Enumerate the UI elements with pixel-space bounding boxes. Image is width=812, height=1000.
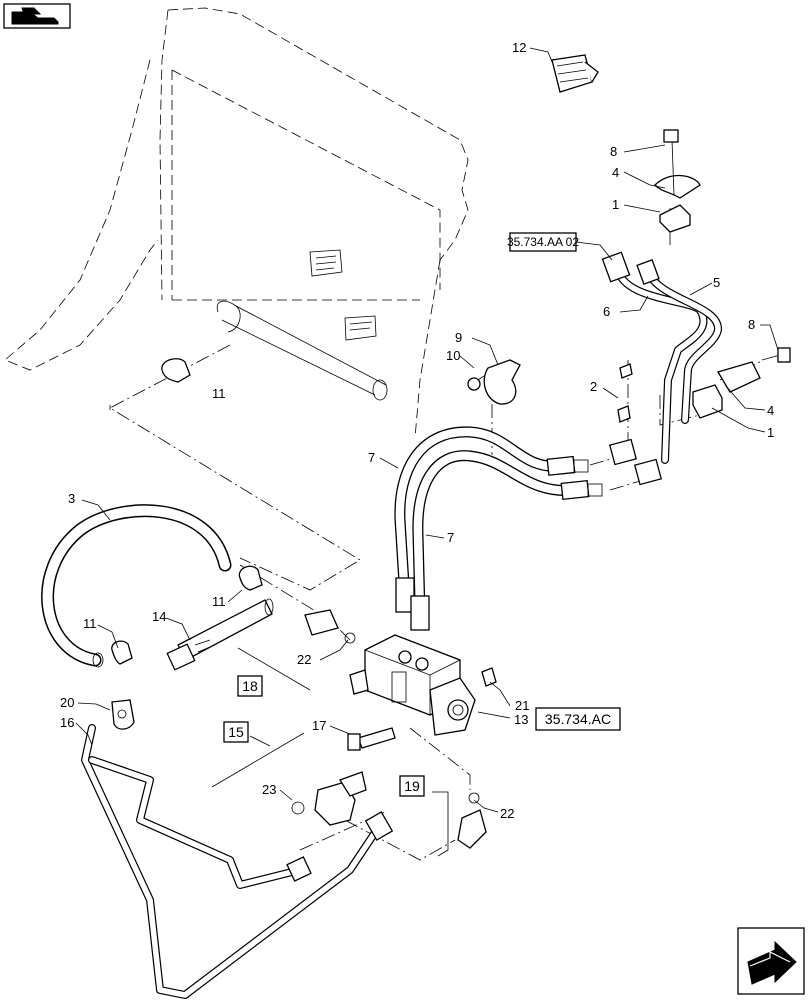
part-14-hose-assembly <box>166 598 274 671</box>
callout-5: 5 <box>713 275 720 290</box>
part-16-tube <box>81 724 394 999</box>
clamp-upper <box>654 129 701 233</box>
clamp-11-mid <box>238 565 263 591</box>
callout-4: 4 <box>767 403 774 418</box>
elbow-fitting-22-lower <box>457 792 487 849</box>
callout-labels: 12 8 4 1 5 6 8 2 4 1 9 10 11 7 7 3 11 11… <box>60 40 774 821</box>
clamp-11-top <box>161 358 191 383</box>
callout-10: 10 <box>446 348 460 363</box>
callout-22: 22 <box>500 806 514 821</box>
callout-21: 21 <box>515 698 529 713</box>
clamp-right <box>692 347 791 419</box>
callout-4: 4 <box>612 165 619 180</box>
callout-11: 11 <box>212 386 226 401</box>
hydraulic-tank <box>4 7 469 439</box>
next-page-arrow-icon[interactable] <box>737 927 805 995</box>
callout-7: 7 <box>447 530 454 545</box>
tubes-5-6 <box>601 251 722 486</box>
callout-8: 8 <box>748 317 755 332</box>
part-21-clip <box>481 667 497 687</box>
hose-7-pair <box>394 426 603 631</box>
callout-23: 23 <box>262 782 276 797</box>
callout-9: 9 <box>455 330 462 345</box>
bracket-9-10 <box>467 359 521 405</box>
callout-16: 16 <box>60 715 74 730</box>
fitting-adapter-upper <box>304 609 356 644</box>
boxed-number-18: 18 <box>237 675 263 697</box>
callout-1: 1 <box>767 425 774 440</box>
callout-7: 7 <box>368 450 375 465</box>
reference-35-734-AA-02[interactable]: 35.734.AA 02 <box>507 232 579 252</box>
callout-11: 11 <box>212 594 226 609</box>
svg-text:15: 15 <box>228 724 244 740</box>
clamp-20 <box>111 699 135 730</box>
clamp-11-lower <box>111 640 133 665</box>
svg-text:18: 18 <box>242 678 258 694</box>
callout-22: 22 <box>297 652 311 667</box>
part-12-switch <box>551 54 599 93</box>
svg-text:19: 19 <box>404 778 420 794</box>
leader-lines <box>75 47 779 857</box>
section-nav-icon[interactable] <box>3 3 71 29</box>
callout-11: 11 <box>83 616 97 631</box>
callout-17: 17 <box>312 718 326 733</box>
callout-8: 8 <box>610 144 617 159</box>
callout-12: 12 <box>512 40 526 55</box>
reference-35-734-AC[interactable]: 35.734.AC <box>535 707 621 731</box>
bolt-17 <box>347 727 396 751</box>
callout-3: 3 <box>68 491 75 506</box>
callout-13: 13 <box>514 712 528 727</box>
bolts-2 <box>617 363 633 423</box>
callout-6: 6 <box>603 304 610 319</box>
hose-3 <box>41 504 232 668</box>
callout-2: 2 <box>590 379 597 394</box>
callout-20: 20 <box>60 695 74 710</box>
callout-1: 1 <box>612 197 619 212</box>
callout-14: 14 <box>152 609 166 624</box>
svg-text:35.734.AA 02: 35.734.AA 02 <box>507 235 579 249</box>
boxed-number-19: 19 <box>399 775 425 797</box>
svg-text:35.734.AC: 35.734.AC <box>545 711 611 727</box>
boxed-number-15: 15 <box>223 721 249 743</box>
elbow-fitting-23 <box>291 771 367 826</box>
valve-block-13 <box>349 634 476 736</box>
